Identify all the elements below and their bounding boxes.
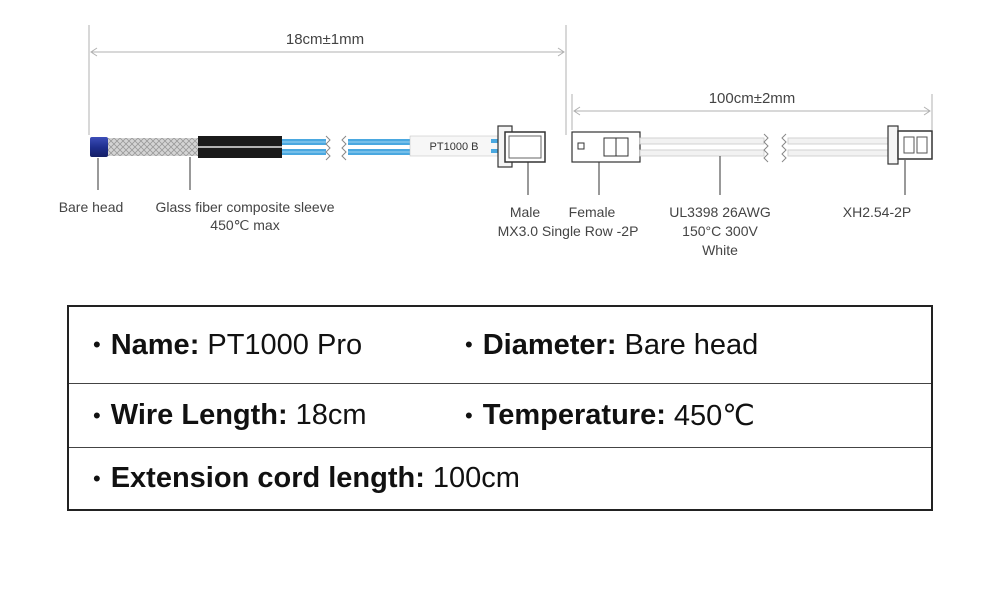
spec-wire-length-value: 18cm [295,399,367,431]
spec-row-1: • Name: PT1000 Pro • Diameter: Bare head [69,307,931,384]
spec-row-2: • Wire Length: 18cm • Temperature: 450℃ [69,384,931,448]
extension-length-text: 100cm±2mm [709,90,796,107]
callout-lines [97,156,906,195]
spec-diameter: • Diameter: Bare head [465,328,759,361]
spec-wire-length: • Wire Length: 18cm [93,399,367,431]
extension-length-dimension: 100cm±2mm [571,90,933,130]
connector-type-label: MX3.0 Single Row -2P [498,223,639,239]
wire-rating-label: 150°C 300V [682,223,758,239]
female-connector [571,131,641,163]
bare-head-label: Bare head [59,199,124,215]
male-connector [497,125,546,168]
cable-diagram: 18cm±1mm 100cm±2mm PT1000 B [59,25,933,258]
sleeve-label: Glass fiber composite sleeve [156,199,335,215]
spec-table: • Name: PT1000 Pro • Diameter: Bare head… [67,305,933,511]
spec-temperature-value: 450℃ [673,400,755,432]
spec-extension-length: • Extension cord length: 100cm [93,462,520,494]
spec-row-3: • Extension cord length: 100cm [69,448,931,509]
spec-diameter-value: Bare head [624,328,759,361]
glass-fiber-sleeve [108,138,198,156]
black-sleeve-bottom [198,148,282,158]
wire-spec-label: UL3398 26AWG [669,204,770,220]
spec-name: • Name: PT1000 Pro [93,328,363,361]
wire-color-label: White [702,242,738,258]
spec-name-key: Name: [110,328,200,361]
male-label: Male [510,204,541,220]
spec-extension-key: Extension cord length: [110,462,425,494]
end-connector-label: XH2.54-2P [843,204,911,220]
sleeve-temp-label: 450℃ max [210,217,279,233]
probe-length-text: 18cm±1mm [286,31,364,48]
spec-temperature-key: Temperature: [482,399,666,431]
bare-head-tip [90,137,108,157]
xh-connector [887,125,933,165]
probe-label-text: PT1000 B [430,141,479,153]
probe-length-dimension: 18cm±1mm [88,25,567,135]
probe-cable: PT1000 B [90,135,499,161]
spec-wire-length-key: Wire Length: [110,399,288,431]
black-sleeve-top [198,136,282,146]
female-label: Female [569,204,616,220]
spec-name-value: PT1000 Pro [207,328,363,361]
spec-diameter-key: Diameter: [482,328,617,361]
spec-temperature: • Temperature: 450℃ [465,399,755,432]
spec-extension-value: 100cm [432,462,520,494]
extension-wires [639,133,891,163]
